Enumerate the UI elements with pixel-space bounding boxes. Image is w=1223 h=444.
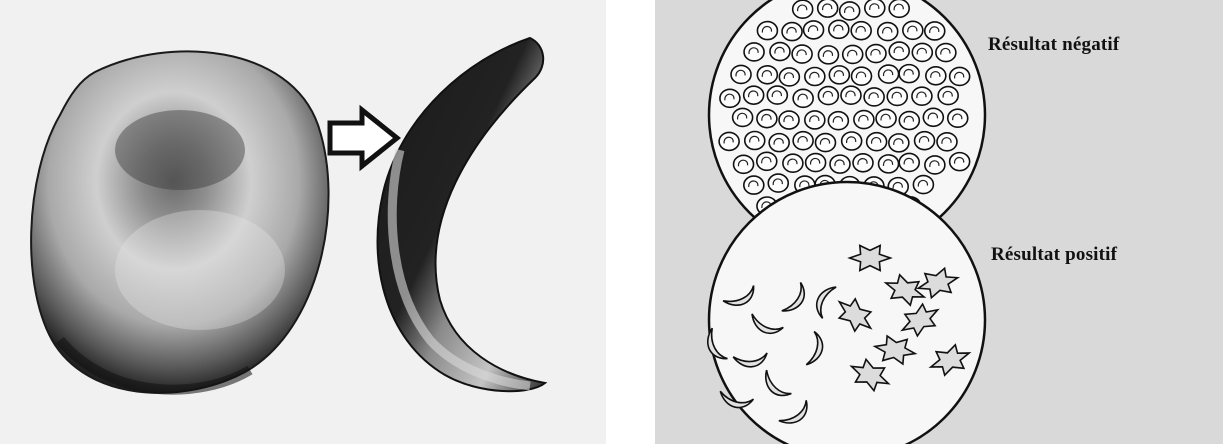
round-cell — [912, 43, 932, 61]
cell-illustration — [0, 0, 606, 444]
round-cell — [854, 111, 874, 129]
round-cell — [818, 0, 838, 17]
round-cell — [792, 45, 812, 63]
positive-result-label: Résultat positif — [991, 244, 1117, 266]
round-cell — [913, 176, 933, 194]
round-cell — [769, 134, 789, 152]
round-cell — [768, 174, 788, 192]
round-cell — [926, 67, 946, 85]
round-cell — [899, 153, 919, 171]
round-cell — [830, 155, 850, 173]
round-cell — [828, 112, 848, 130]
round-cell — [805, 111, 825, 129]
round-cell — [783, 154, 803, 172]
round-cell — [864, 88, 884, 106]
round-cell — [829, 20, 849, 38]
round-cell — [841, 86, 861, 104]
right-panel: Résultat négatif Résultat positif — [655, 0, 1223, 444]
sickle-red-blood-cell — [378, 38, 546, 391]
round-cell — [936, 44, 956, 62]
round-cell — [950, 153, 970, 171]
right-arrow-icon — [330, 110, 397, 166]
blood-smear-diagram — [655, 0, 1223, 444]
round-cell — [805, 67, 825, 85]
round-cell — [733, 108, 753, 126]
round-cell — [866, 45, 886, 63]
round-cell — [867, 133, 887, 151]
round-cell — [757, 66, 777, 84]
round-cell — [923, 108, 943, 126]
round-cell — [744, 176, 764, 194]
round-cell — [757, 152, 777, 170]
round-cell — [793, 89, 813, 107]
round-cell — [889, 0, 909, 17]
round-cell — [879, 65, 899, 83]
round-cell — [889, 42, 909, 60]
round-cell — [887, 87, 907, 105]
normal-red-blood-cell — [31, 51, 328, 392]
round-cell — [779, 68, 799, 86]
round-cell — [899, 65, 919, 83]
round-cell — [852, 67, 872, 85]
round-cell — [804, 21, 824, 39]
round-cell — [719, 132, 739, 150]
round-cell — [818, 87, 838, 105]
round-cell — [879, 155, 899, 173]
round-cell — [876, 109, 896, 127]
round-cell — [793, 132, 813, 150]
round-cell — [903, 21, 923, 39]
round-cell — [889, 134, 909, 152]
round-cell — [912, 87, 932, 105]
round-cell — [734, 155, 754, 173]
round-cell — [948, 109, 968, 127]
round-cell — [842, 132, 862, 150]
round-cell — [818, 46, 838, 64]
round-cell — [757, 110, 777, 128]
round-cell — [744, 86, 764, 104]
round-cell — [937, 133, 957, 151]
round-cell — [925, 156, 945, 174]
round-cell — [720, 89, 740, 107]
round-cell — [770, 43, 790, 61]
round-cell — [806, 154, 826, 172]
round-cell — [851, 22, 871, 40]
round-cell — [853, 154, 873, 172]
round-cell — [829, 66, 849, 84]
round-cell — [757, 22, 777, 40]
round-cell — [938, 87, 958, 105]
round-cell — [915, 132, 935, 150]
round-cell — [815, 134, 835, 152]
round-cell — [865, 0, 885, 17]
round-cell — [950, 67, 970, 85]
round-cell — [782, 23, 802, 41]
round-cell — [767, 86, 787, 104]
round-cell — [793, 0, 813, 18]
round-cell — [731, 65, 751, 83]
round-cell — [899, 112, 919, 130]
round-cell — [779, 111, 799, 129]
left-panel — [0, 0, 606, 444]
negative-result-label: Résultat négatif — [988, 34, 1119, 56]
round-cell — [925, 22, 945, 40]
round-cell — [745, 132, 765, 150]
round-cell — [843, 45, 863, 63]
round-cell — [744, 43, 764, 61]
round-cell — [840, 2, 860, 20]
round-cell — [878, 23, 898, 41]
sickle-cells-circle — [701, 182, 985, 444]
